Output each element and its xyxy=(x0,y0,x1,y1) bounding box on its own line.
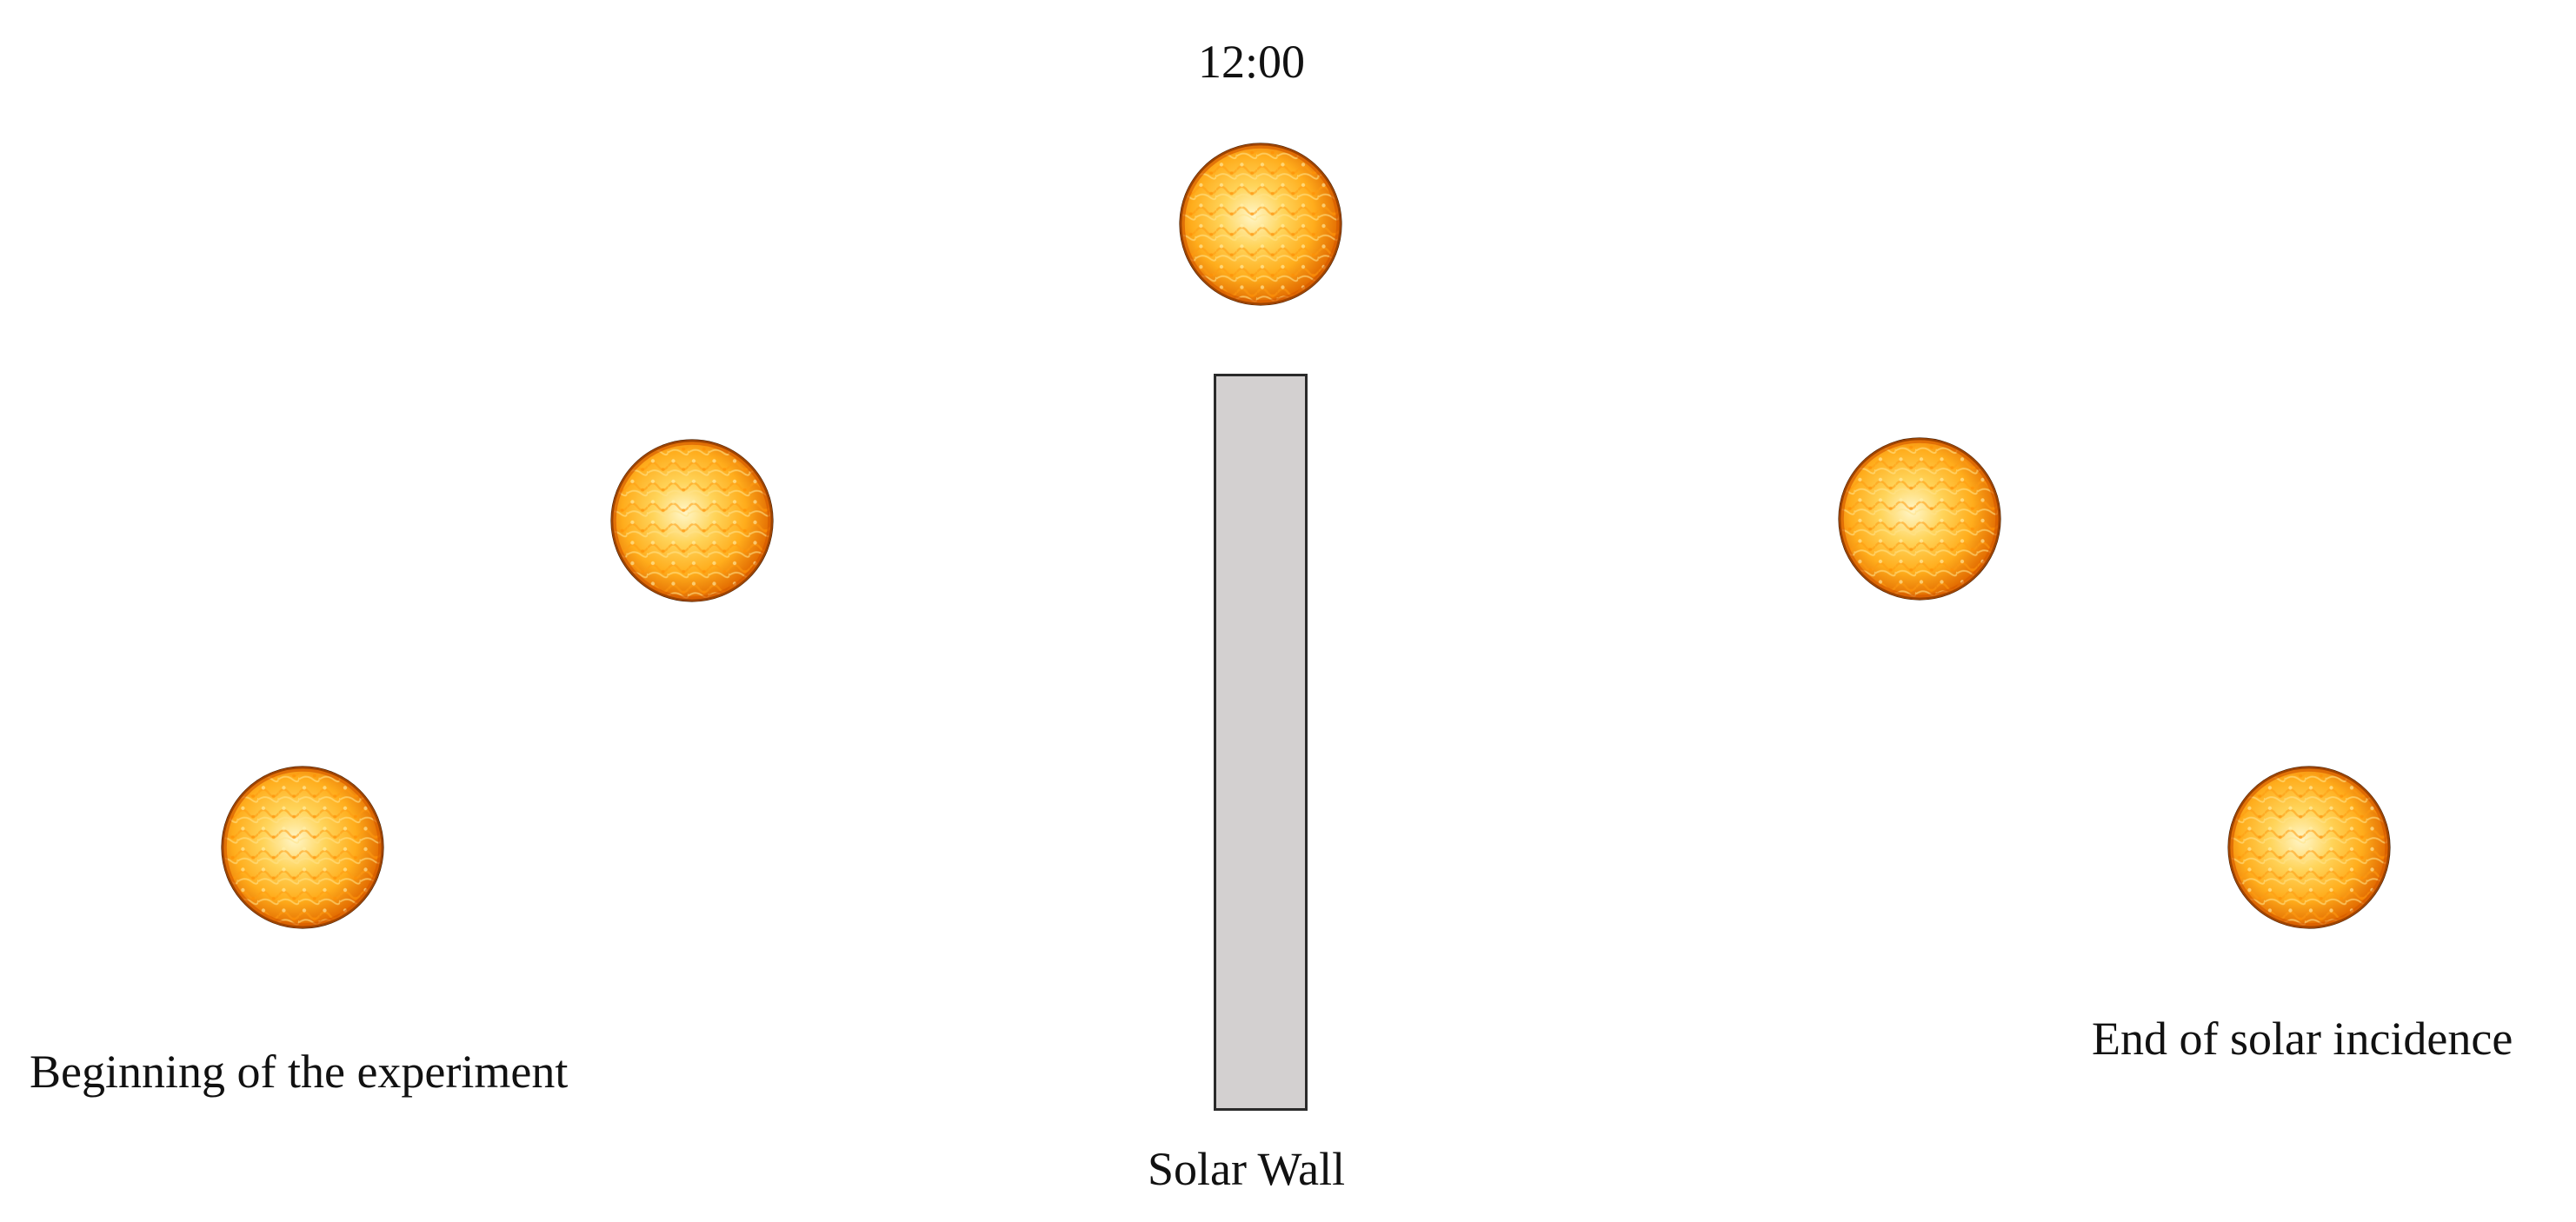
sun-icon xyxy=(607,431,777,610)
solar-wall-label: Solar Wall xyxy=(1148,1143,1346,1195)
sun-icon-graphic xyxy=(1175,136,1346,313)
sun-icon-graphic xyxy=(2224,758,2394,937)
sun-icon xyxy=(1834,429,2005,608)
sun-icon-graphic xyxy=(1834,429,2005,608)
solar-wall xyxy=(1214,374,1308,1111)
sun-icon-graphic xyxy=(217,758,388,937)
end-label: End of solar incidence xyxy=(2092,1013,2513,1065)
beginning-label: Beginning of the experiment xyxy=(30,1046,569,1098)
noon-time-label: 12:00 xyxy=(1198,36,1306,88)
sun-icon xyxy=(2224,758,2394,937)
sun-icon xyxy=(1175,136,1346,313)
sun-icon-graphic xyxy=(607,431,777,610)
sun-icon xyxy=(217,758,388,937)
